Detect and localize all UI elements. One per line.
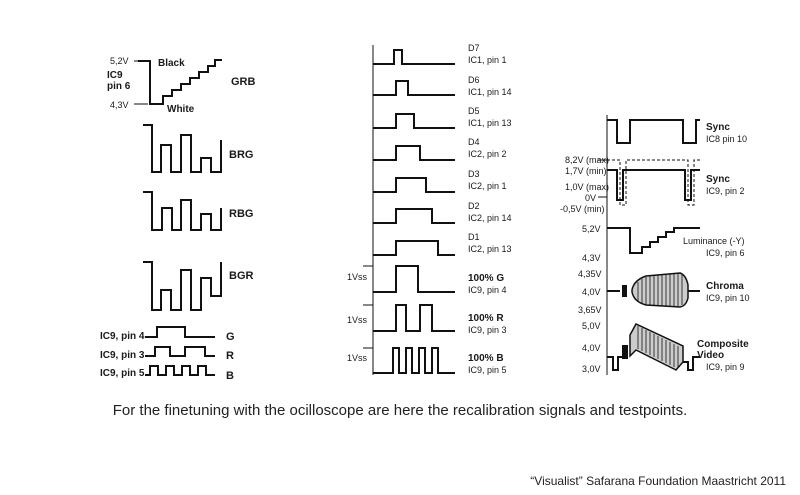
b100-l2: IC9, pin 5: [468, 365, 507, 375]
b-pulse: [145, 365, 215, 376]
d5-l1: D5: [468, 106, 480, 116]
chroma-v1: 4,35V: [578, 269, 602, 279]
d1-l1: D1: [468, 232, 480, 242]
d3-l2: IC2, pin 1: [468, 181, 507, 191]
d2-wave: [373, 208, 455, 224]
d4-wave: [373, 145, 455, 161]
d3-l1: D3: [468, 169, 480, 179]
pin-label-g: IC9, pin 4: [100, 331, 145, 342]
r-pulse: [145, 346, 215, 357]
comp-v1: 5,0V: [582, 321, 601, 331]
rbg-wave: RBG: [143, 191, 253, 231]
sync2-v3: 1,0V (max): [565, 182, 609, 192]
comp-v2: 4,0V: [582, 343, 601, 353]
composite-hatch: [637, 326, 679, 367]
wave-label-bgr: BGR: [229, 270, 254, 282]
white-label: White: [167, 104, 195, 115]
chroma-l2: IC9, pin 10: [706, 293, 750, 303]
r100-l1: 100% R: [468, 313, 504, 324]
d1-l2: IC2, pin 13: [468, 244, 512, 254]
sync1-l1: Sync: [706, 122, 730, 133]
b100-l1: 100% B: [468, 353, 504, 364]
r100-l2: IC9, pin 3: [468, 325, 507, 335]
d2-l1: D2: [468, 201, 480, 211]
d7-l2: IC1, pin 1: [468, 55, 507, 65]
chroma-envelope: [631, 272, 689, 308]
lum-l2: IC9, pin 6: [706, 248, 745, 258]
b100-wave: [373, 347, 455, 374]
black-label: Black: [158, 58, 185, 69]
pin-label-r: IC9, pin 3: [100, 350, 145, 361]
g100-l2: IC9, pin 4: [468, 285, 507, 295]
d2-l2: IC2, pin 14: [468, 213, 512, 223]
sync2-l1: Sync: [706, 174, 730, 185]
ocilloscope-diagram: 5,2V IC9 pin 6 4,3V Black White GRB BRG …: [100, 43, 750, 382]
left-staircase-panel: 5,2V IC9 pin 6 4,3V Black White GRB: [107, 56, 256, 115]
d4-l1: D4: [468, 137, 480, 147]
comp-l1: Composite: [697, 339, 749, 350]
sync2-max-dash: [607, 159, 700, 206]
d6-l1: D6: [468, 75, 480, 85]
r100-wave: [373, 304, 455, 332]
wave-label-brg: BRG: [229, 149, 253, 161]
d1-wave: [373, 240, 455, 256]
d7-l1: D7: [468, 43, 480, 53]
chroma-l1: Chroma: [706, 281, 744, 292]
lum-l1: Luminance (-Y): [683, 236, 745, 246]
bgr-wave: BGR: [143, 261, 254, 311]
volt-bottom-label: 4,3V: [110, 100, 129, 110]
grb-staircase-wave: [138, 59, 222, 105]
caption: For the finetuning with the ocilloscope …: [112, 402, 688, 419]
sync2-v1: 8,2V (max): [565, 155, 609, 165]
vss-label-b: 1Vss: [347, 353, 368, 363]
brg-wave: BRG: [143, 124, 253, 173]
comp-l2: Video: [697, 350, 724, 361]
composite-sync: [607, 356, 624, 371]
chroma-burst: [622, 285, 627, 297]
sync2-wave: [607, 169, 700, 201]
d7-wave: [373, 49, 455, 65]
chroma-hatch: [637, 273, 683, 307]
lum-v1: 5,2V: [582, 224, 601, 234]
g-pulse: [145, 326, 215, 338]
d5-l2: IC1, pin 13: [468, 118, 512, 128]
sync2-v2: 1,7V (min): [565, 166, 607, 176]
sync2-v5: -0,5V (min): [560, 204, 605, 214]
lum-v2: 4,3V: [582, 253, 601, 263]
right-panel: Sync IC8 pin 10 8,2V (max) 1,7V (min) 1,…: [560, 115, 750, 375]
vss-label-g: 1Vss: [347, 272, 368, 282]
volt-top-label: 5,2V: [110, 56, 129, 66]
ic-pin-label: pin 6: [107, 81, 131, 92]
sync1-l2: IC8 pin 10: [706, 134, 747, 144]
g100-l1: 100% G: [468, 273, 504, 284]
credit: “Visualist” Safarana Foundation Maastric…: [530, 474, 786, 488]
chroma-v2: 4,0V: [582, 287, 601, 297]
ic-label: IC9: [107, 70, 123, 81]
vss-label-r: 1Vss: [347, 315, 368, 325]
chroma-v3: 3,65V: [578, 305, 602, 315]
color-label-b: B: [226, 370, 234, 382]
middle-panel: D7 IC1, pin 1 D6 IC1, pin 14 D5 IC1, pin…: [347, 43, 512, 375]
sync2-v4: 0V: [585, 193, 596, 203]
pin-rows: IC9, pin 4 G IC9, pin 3 R IC9, pin 5 B: [100, 326, 235, 382]
sync1-wave: [607, 119, 700, 144]
composite-tail: [683, 356, 700, 371]
composite-burst: [622, 345, 628, 359]
d6-l2: IC1, pin 14: [468, 87, 512, 97]
g100-wave: [373, 265, 455, 293]
wave-label-rbg: RBG: [229, 208, 253, 220]
comp-v3: 3,0V: [582, 364, 601, 374]
d5-wave: [373, 113, 455, 129]
d6-wave: [373, 80, 455, 96]
color-label-r: R: [226, 350, 234, 362]
d3-wave: [373, 177, 455, 193]
sync2-l2: IC9, pin 2: [706, 186, 745, 196]
color-label-g: G: [226, 331, 235, 343]
wave-label-grb: GRB: [231, 76, 256, 88]
luminance-wave: [607, 227, 700, 254]
pin-label-b: IC9, pin 5: [100, 368, 145, 379]
d4-l2: IC2, pin 2: [468, 149, 507, 159]
comp-l3: IC9, pin 9: [706, 362, 745, 372]
